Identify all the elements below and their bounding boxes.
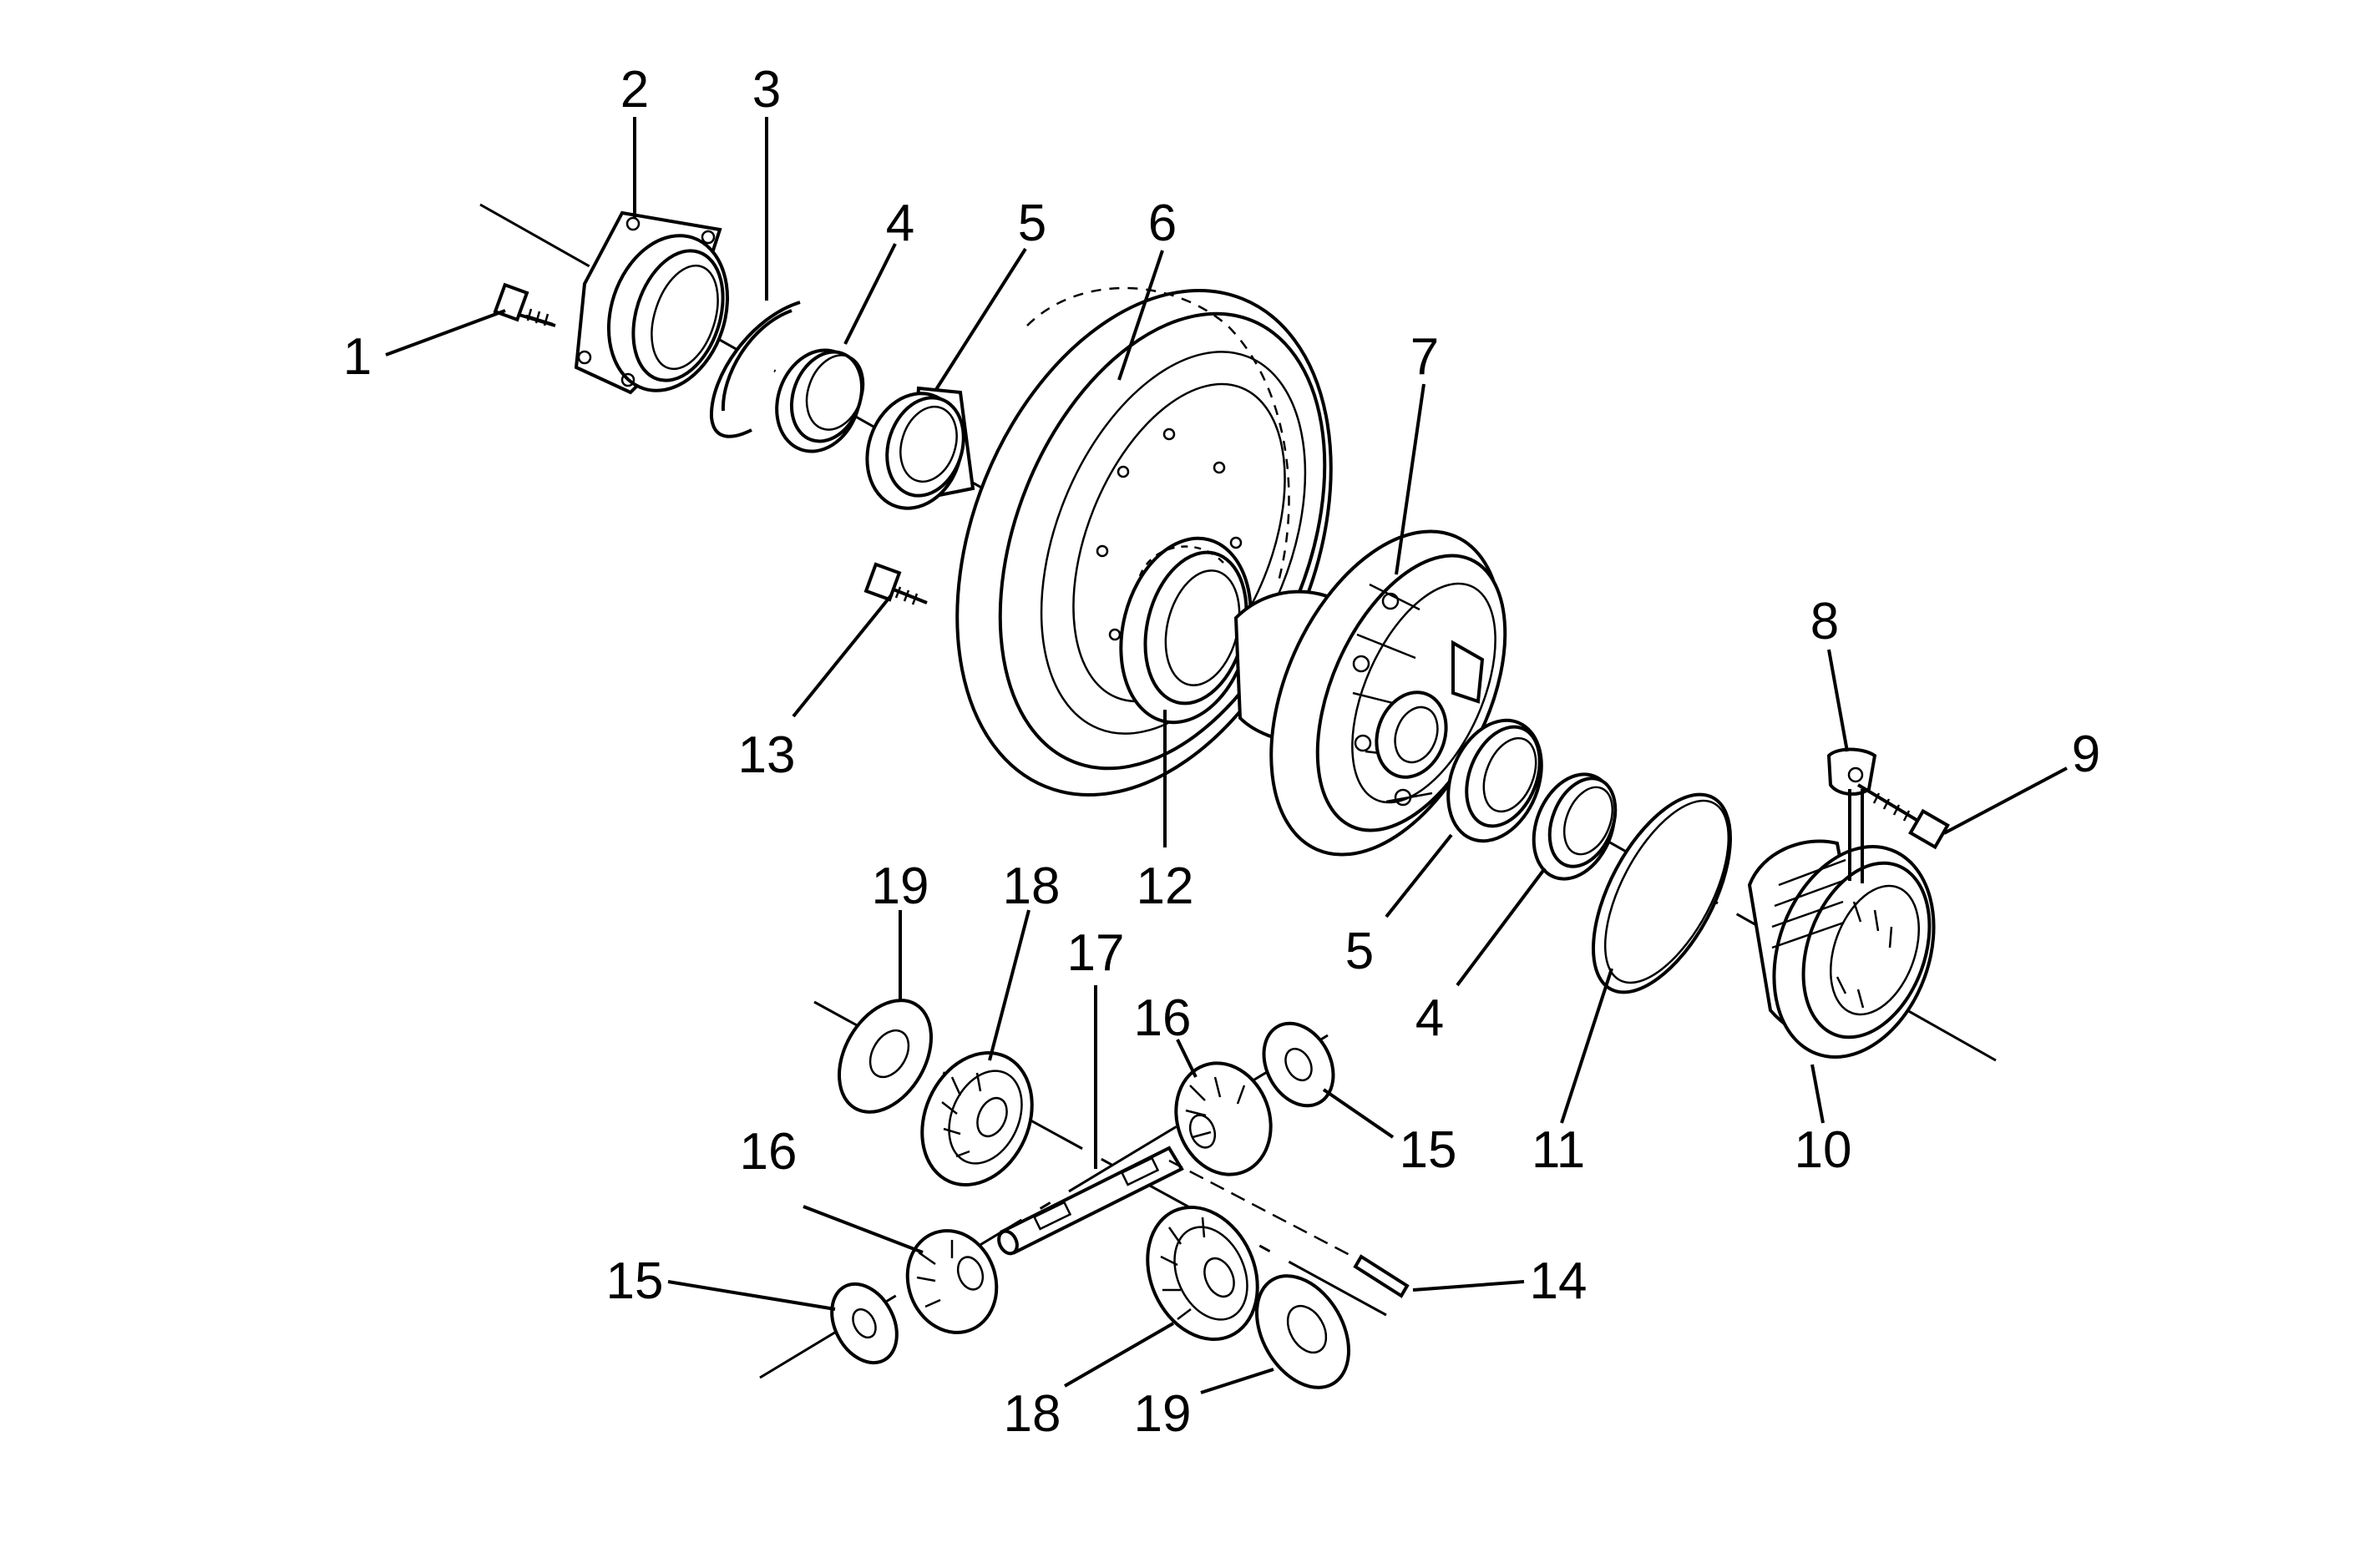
o-ring-icon bbox=[1592, 792, 1732, 994]
leader-13 bbox=[792, 593, 894, 718]
leader-18a bbox=[988, 909, 1030, 1061]
side-gear-washer-icon bbox=[1255, 1274, 1350, 1389]
bearing-cup-icon bbox=[1532, 772, 1618, 881]
side-gear-icon bbox=[920, 1050, 1034, 1187]
callout-15: 15 bbox=[1400, 1121, 1457, 1179]
leader-4a bbox=[843, 243, 897, 345]
leader-5a bbox=[934, 247, 1027, 392]
callout-10: 10 bbox=[1795, 1121, 1852, 1179]
thrust-washer-icon bbox=[830, 1282, 899, 1365]
leader-15a bbox=[1322, 1088, 1395, 1139]
callout-5: 5 bbox=[1018, 195, 1046, 252]
pinion-gear-icon bbox=[1174, 1061, 1273, 1176]
leader-19b bbox=[1200, 1368, 1274, 1394]
callout-2: 2 bbox=[620, 61, 649, 119]
callout-3: 3 bbox=[752, 61, 781, 119]
leader-11 bbox=[1560, 968, 1613, 1124]
leader-7 bbox=[1395, 383, 1425, 575]
lock-tab-icon bbox=[1826, 747, 1877, 883]
callout-15-lower: 15 bbox=[606, 1252, 664, 1310]
callout-11: 11 bbox=[1532, 1121, 1585, 1179]
callout-16-lower: 16 bbox=[740, 1123, 798, 1181]
callout-4-lower: 4 bbox=[1415, 989, 1444, 1047]
pinion-shaft-icon bbox=[997, 1146, 1184, 1256]
bearing-cup-icon bbox=[775, 348, 865, 453]
thrust-washer-icon bbox=[1262, 1021, 1335, 1108]
leader-6 bbox=[1117, 250, 1164, 381]
callout-19-lower: 19 bbox=[1134, 1385, 1192, 1443]
callout-8: 8 bbox=[1810, 593, 1839, 650]
leader-4b bbox=[1456, 867, 1547, 987]
leader-8 bbox=[1827, 649, 1849, 752]
leader-1 bbox=[385, 309, 506, 357]
callout-9: 9 bbox=[2072, 726, 2100, 783]
callout-12: 12 bbox=[1137, 857, 1194, 915]
side-gear-icon bbox=[1146, 1205, 1259, 1342]
leader-10 bbox=[1810, 1064, 1825, 1124]
callout-13: 13 bbox=[738, 726, 796, 784]
bearing-cone-icon bbox=[865, 386, 975, 510]
snap-ring-icon bbox=[709, 301, 801, 438]
leader-lines bbox=[385, 117, 2068, 1394]
leader-16b bbox=[803, 1205, 924, 1254]
callout-5-lower: 5 bbox=[1345, 923, 1374, 980]
callout-6: 6 bbox=[1148, 195, 1177, 252]
leader-15b bbox=[667, 1280, 836, 1311]
ring-gear-bolt-icon bbox=[863, 562, 928, 605]
side-gear-washer-icon bbox=[838, 999, 933, 1114]
callout-16: 16 bbox=[1134, 989, 1192, 1047]
callout-14: 14 bbox=[1530, 1252, 1588, 1310]
pinion-gear-icon bbox=[905, 1229, 999, 1334]
bearing-adjuster-housing-icon bbox=[574, 210, 730, 395]
callout-19: 19 bbox=[872, 857, 929, 915]
leader-14 bbox=[1412, 1280, 1525, 1292]
leader-18b bbox=[1064, 1322, 1174, 1388]
callout-4: 4 bbox=[886, 195, 914, 252]
bolt-icon bbox=[493, 282, 556, 327]
leader-16a bbox=[1176, 1039, 1198, 1078]
callout-1: 1 bbox=[343, 328, 372, 386]
speed-sensor-ring-icon bbox=[1119, 536, 1253, 725]
callout-18: 18 bbox=[1003, 857, 1061, 915]
bearing-cone-icon bbox=[1446, 718, 1543, 843]
bolt-icon bbox=[1856, 783, 1950, 850]
callout-labels: 1 2 3 4 5 6 7 8 9 13 12 19 18 17 16 5 4 … bbox=[343, 61, 2100, 1443]
callout-18-lower: 18 bbox=[1004, 1385, 1061, 1443]
leader-9 bbox=[1943, 766, 2068, 835]
leader-5b bbox=[1385, 833, 1453, 918]
callout-7: 7 bbox=[1410, 328, 1439, 386]
retaining-pin-icon bbox=[1168, 1159, 1410, 1298]
bearing-adjuster-icon bbox=[1747, 839, 1936, 1059]
callout-17: 17 bbox=[1067, 924, 1125, 982]
